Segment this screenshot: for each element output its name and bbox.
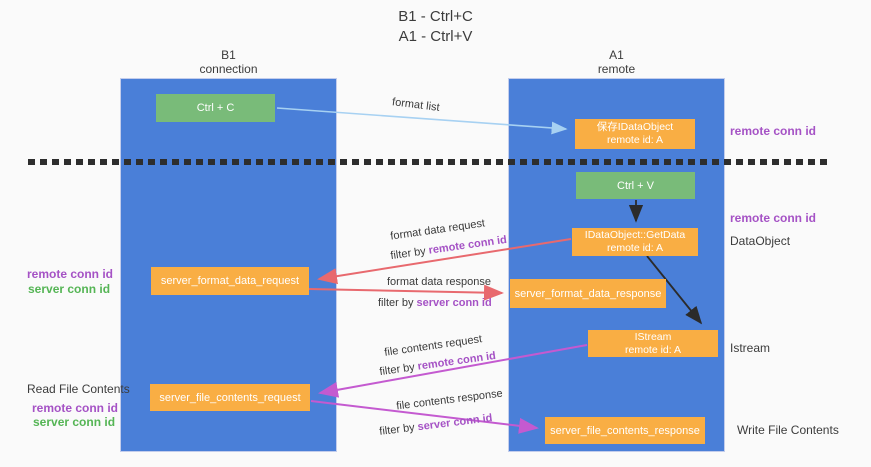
node-server-format-data-response: server_format_data_response xyxy=(510,279,666,308)
lane-b1-role: connection xyxy=(199,62,258,76)
annotation-dataobject: DataObject xyxy=(730,234,791,248)
annotation-remote-conn-id-top: remote conn id xyxy=(730,124,817,138)
diagram-title: B1 - Ctrl+C A1 - Ctrl+V xyxy=(0,7,871,47)
lane-a1-name: A1 xyxy=(609,48,624,62)
file-request-label: server_file_contents_request xyxy=(159,391,301,404)
filter-by-text: filter by xyxy=(378,360,419,379)
saved-idataobject-line2: remote id: A xyxy=(606,134,664,146)
node-server-file-contents-request: server_file_contents_request xyxy=(150,384,310,411)
saved-idataobject-line1: 保存IDataObject xyxy=(596,121,674,133)
edge-label-format-data-response-filter: filter by server conn id xyxy=(378,297,492,309)
server-conn-id-key: server conn id xyxy=(416,412,494,434)
node-saved-idataobject: 保存IDataObject remote id: A xyxy=(575,119,695,149)
lane-header-b1: B1 connection xyxy=(120,48,337,76)
istream-line2: remote id: A xyxy=(624,343,682,356)
file-response-label: server_file_contents_response xyxy=(550,424,700,437)
ctrl-v-label: Ctrl + V xyxy=(617,179,654,192)
node-ctrl-c: Ctrl + C xyxy=(156,94,275,122)
lane-header-a1: A1 remote xyxy=(508,48,725,76)
edge-label-file-contents-response-filter: filter by server conn id xyxy=(379,412,493,438)
filter-by-text: filter by xyxy=(378,297,417,309)
edge-label-file-contents-response: file contents response xyxy=(395,387,504,413)
lane-a1-role: remote xyxy=(597,62,636,76)
format-request-label: server_format_data_request xyxy=(160,275,300,287)
server-conn-id-key: server conn id xyxy=(416,297,492,309)
node-idataobject-getdata: IDataObject::GetData remote id: A xyxy=(572,228,698,256)
getdata-line1: IDataObject::GetData xyxy=(584,229,686,241)
node-istream: IStream remote id: A xyxy=(588,330,718,357)
annotation-file-remote-conn-id: remote conn id xyxy=(32,401,119,415)
annotation-read-file-contents: Read File Contents xyxy=(27,382,130,396)
format-response-label: server_format_data_response xyxy=(514,287,662,300)
filter-by-text: filter by xyxy=(378,421,419,438)
remote-conn-id-key: remote conn id xyxy=(416,349,497,373)
istream-line1: IStream xyxy=(634,330,672,343)
node-server-format-data-request: server_format_data_request xyxy=(151,267,309,295)
annotation-format-remote-conn-id: remote conn id xyxy=(27,267,114,281)
title-line-2: A1 - Ctrl+V xyxy=(398,28,473,45)
edge-label-format-list: format list xyxy=(391,96,441,114)
node-ctrl-v: Ctrl + V xyxy=(576,172,695,199)
filter-by-text: filter by xyxy=(389,244,430,263)
annotation-write-file-contents: Write File Contents xyxy=(737,423,839,437)
annotation-file-server-conn-id: server conn id xyxy=(33,415,116,429)
arrow-format-data-response xyxy=(308,284,504,301)
ctrl-c-label: Ctrl + C xyxy=(196,102,235,114)
title-line-1: B1 - Ctrl+C xyxy=(398,8,473,25)
remote-conn-id-key: remote conn id xyxy=(427,233,508,257)
annotation-format-server-conn-id: server conn id xyxy=(28,282,111,296)
lane-b1-name: B1 xyxy=(221,48,236,62)
annotation-istream: Istream xyxy=(730,341,771,355)
node-server-file-contents-response: server_file_contents_response xyxy=(545,417,705,444)
edge-label-format-data-response: format data response xyxy=(387,276,491,288)
getdata-line2: remote id: A xyxy=(606,242,664,254)
annotation-remote-conn-id-mid: remote conn id xyxy=(730,211,817,225)
